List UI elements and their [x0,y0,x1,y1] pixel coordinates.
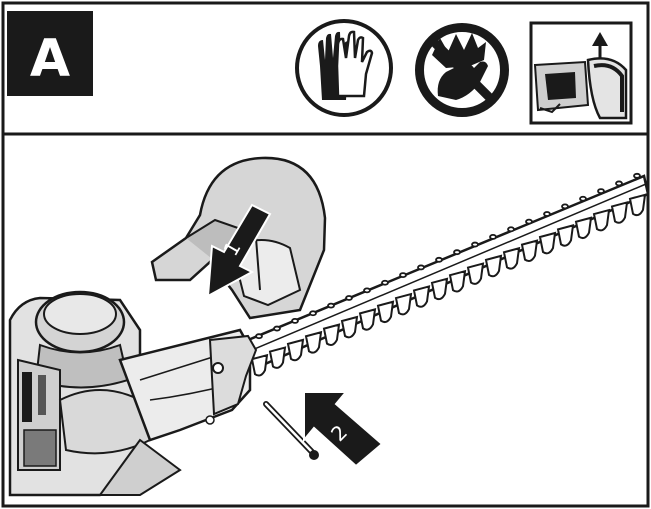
step-2-arrow: 2 [303,391,384,468]
wear-gloves-icon [295,19,393,117]
pin [263,401,319,460]
no-hand-near-blade-icon [415,23,509,117]
panel-letter: A [30,29,70,89]
blade-cover-removal-icon [529,21,633,125]
step-1-arrow: 1 [206,203,272,298]
trimmer-body [8,290,258,497]
panel-letter-badge: A [7,11,93,96]
